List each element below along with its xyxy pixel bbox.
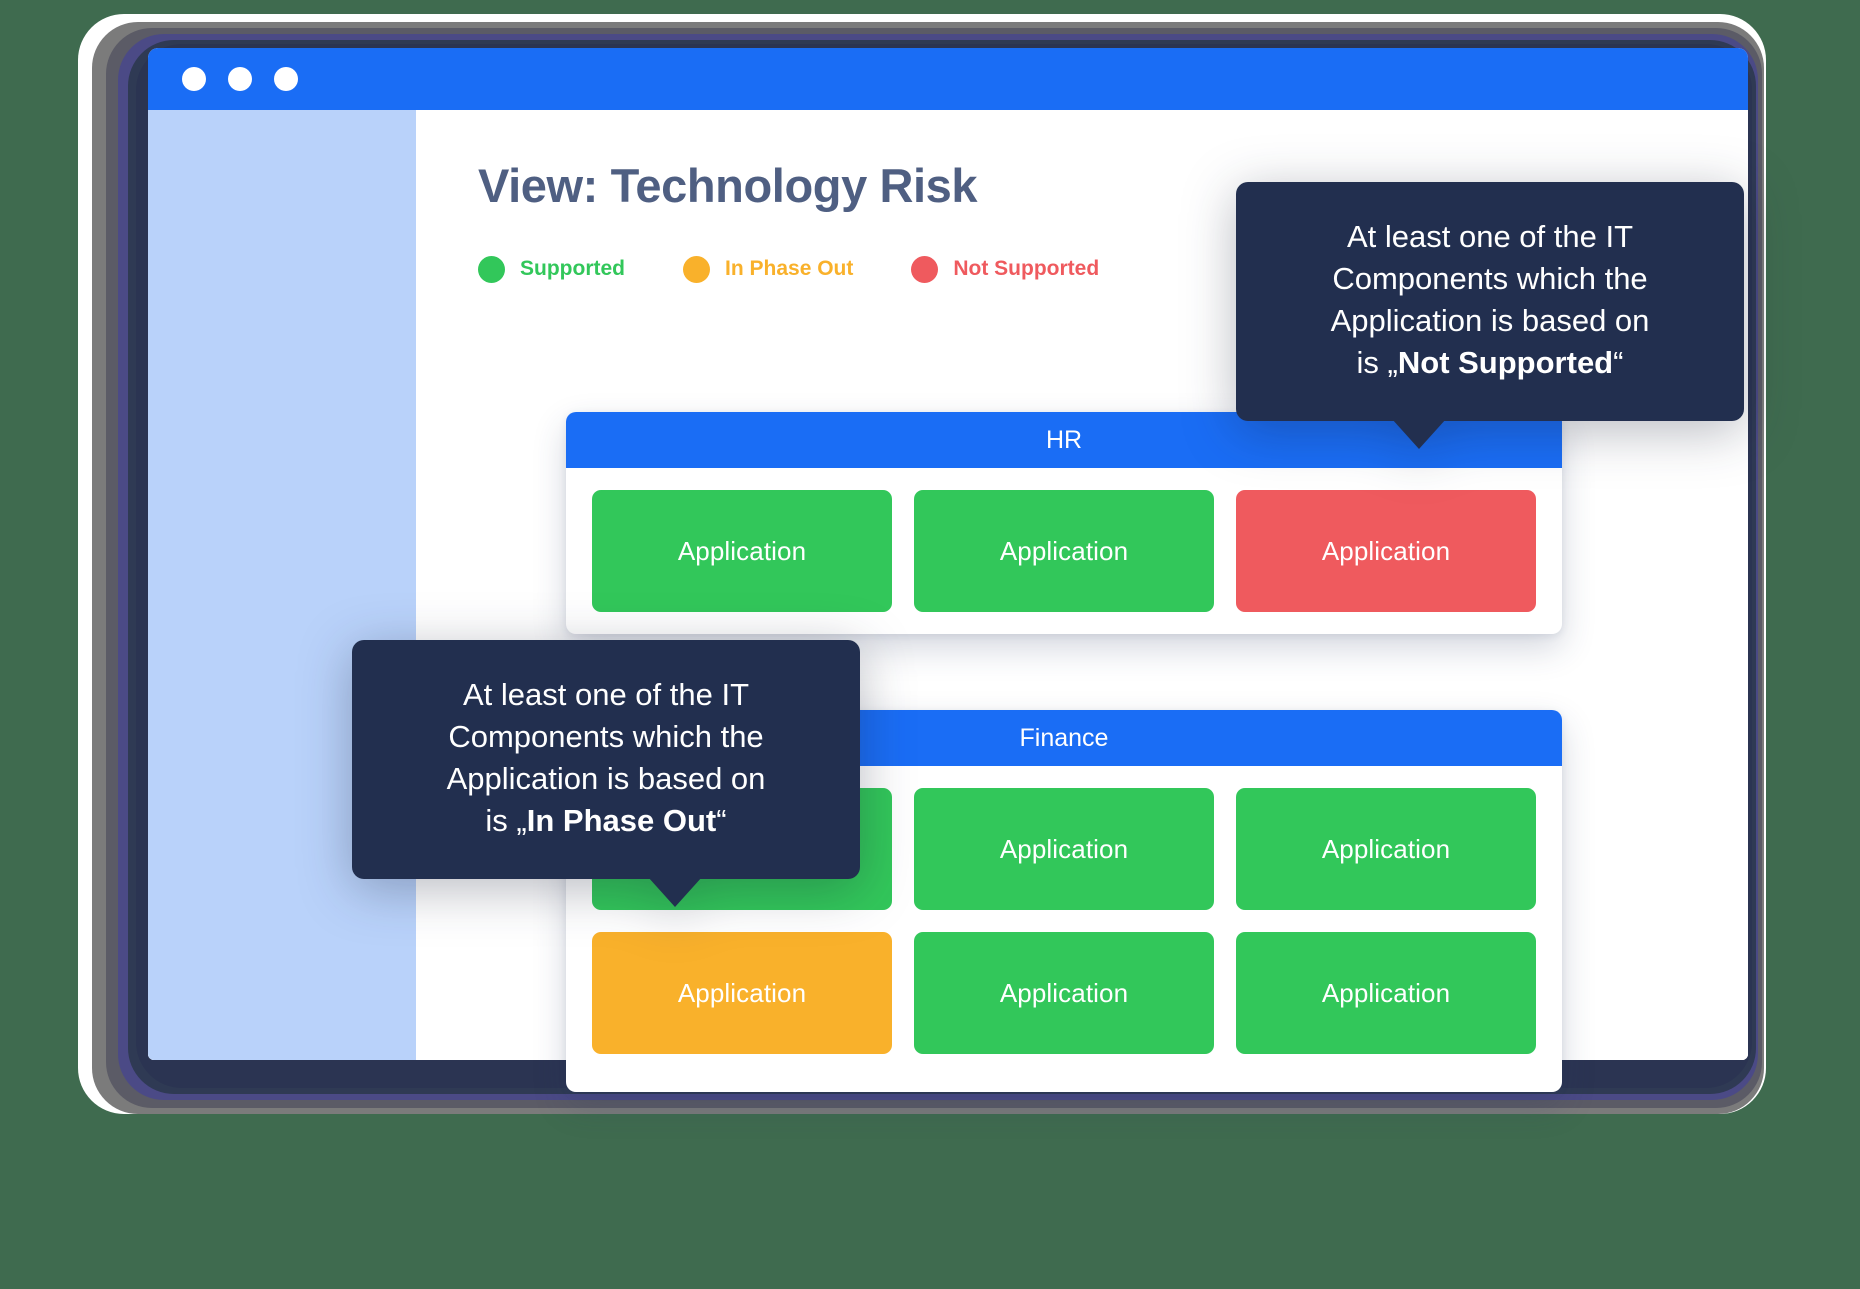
application-tile[interactable]: Application [592, 932, 892, 1054]
legend-item-in-phase-out[interactable]: In Phase Out [683, 255, 854, 283]
application-tile[interactable]: Application [1236, 932, 1536, 1054]
application-tile[interactable]: Application [1236, 490, 1536, 612]
page-title: View: Technology Risk [478, 159, 978, 212]
tooltip-line-2: Components which the [1332, 261, 1648, 297]
browser-titlebar [148, 48, 1748, 110]
circle-icon-not-supported [911, 255, 939, 283]
tooltip-suffix: “ [1613, 345, 1624, 381]
circle-icon-in-phase-out [683, 255, 710, 283]
application-tile[interactable]: Application [592, 490, 892, 612]
tooltip-line-4: is „In Phase Out“ [392, 800, 820, 842]
tooltip-line-1: At least one of the IT [462, 677, 750, 712]
legend-item-supported[interactable]: Supported [478, 255, 625, 283]
minimize-dot-icon[interactable] [228, 67, 252, 91]
tooltip-emphasis: Not Supported [1397, 345, 1614, 381]
tooltip-line-1: At least one of the IT [1346, 219, 1634, 254]
tile-grid-finance: Application Application Application Appl… [566, 766, 1562, 1080]
tooltip-line-3: Application is based on [1330, 303, 1650, 339]
tooltip-line-4: is „Not Supported“ [1276, 342, 1704, 384]
tooltip-prefix: is „ [485, 803, 527, 839]
group-card-finance: Finance Application Application Applicat… [566, 710, 1562, 1092]
tooltip-line-3: Application is based on [446, 761, 766, 797]
sidebar [148, 110, 416, 1060]
legend-item-not-supported[interactable]: Not Supported [911, 255, 1100, 283]
close-dot-icon[interactable] [182, 67, 206, 91]
tooltip-not-supported: At least one of the IT Components which … [1236, 182, 1744, 449]
tooltip-in-phase-out: At least one of the IT Components which … [352, 640, 860, 907]
application-tile[interactable]: Application [914, 788, 1214, 910]
application-tile[interactable]: Application [1236, 788, 1536, 910]
legend-label-not-supported: Not Supported [953, 257, 1100, 281]
legend-label-in-phase-out: In Phase Out [725, 257, 854, 281]
tooltip-prefix: is „ [1356, 345, 1398, 381]
tile-grid-hr: Application Application Application [566, 468, 1562, 634]
tooltip-line-2: Components which the [448, 719, 764, 755]
legend: Supported In Phase Out Not Supported [478, 255, 1748, 283]
application-tile[interactable]: Application [914, 932, 1214, 1054]
application-tile[interactable]: Application [914, 490, 1214, 612]
group-card-hr: HR Application Application Application [566, 412, 1562, 634]
circle-icon-supported [478, 255, 505, 283]
legend-label-supported: Supported [520, 257, 625, 281]
tooltip-suffix: “ [716, 803, 727, 839]
maximize-dot-icon[interactable] [274, 67, 298, 91]
tooltip-emphasis: In Phase Out [526, 803, 717, 839]
